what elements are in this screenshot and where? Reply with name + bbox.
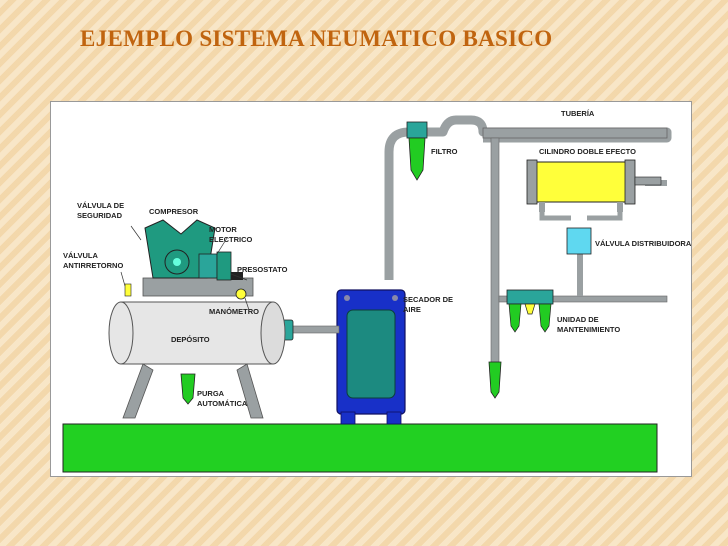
label-manometro: MANÓMETRO	[209, 307, 259, 316]
drain-filter	[488, 361, 502, 399]
main-pipe-run	[482, 127, 668, 139]
label-purga-1: PURGA	[197, 389, 225, 398]
top-filter	[406, 121, 428, 181]
label-filtro: FILTRO	[431, 147, 458, 156]
slide-title: EJEMPLO SISTEMA NEUMATICO BASICO	[80, 26, 553, 51]
compressor-assembly	[142, 219, 254, 297]
manometer	[235, 288, 247, 300]
distributor-valve	[566, 227, 592, 255]
air-tank	[108, 301, 286, 419]
label-valvula-seguridad-1: VÁLVULA DE	[77, 201, 124, 210]
label-tuberia: TUBERÍA	[561, 109, 595, 118]
safety-valve	[124, 283, 132, 297]
label-unidad-1: UNIDAD DE	[557, 315, 599, 324]
label-motor-2: ELECTRICO	[209, 235, 253, 244]
label-cilindro: CILINDRO DOBLE EFECTO	[539, 147, 636, 156]
label-motor-1: MOTOR	[209, 225, 237, 234]
label-valvula-antirretorno-2: ANTIRRETORNO	[63, 261, 123, 270]
main-pipe	[384, 115, 672, 280]
pointer-lines	[120, 225, 250, 311]
vertical-drop-pipe	[490, 137, 500, 363]
label-presostato: PRESOSTATO	[237, 265, 288, 274]
label-unidad-2: MANTENIMIENTO	[557, 325, 620, 334]
label-purga-2: AUTOMÁTICA	[197, 399, 248, 408]
label-deposito: DEPÓSITO	[171, 335, 210, 344]
label-valvula-seguridad-2: SEGURIDAD	[77, 211, 123, 220]
maintenance-unit	[506, 289, 554, 333]
diagram-svg: TUBERÍA FILTRO CILINDRO DOBLE EFECTO VÁL…	[62, 109, 691, 473]
pneumatic-system-diagram: TUBERÍA FILTRO CILINDRO DOBLE EFECTO VÁL…	[50, 101, 692, 477]
label-valvula-antirretorno-1: VÁLVULA	[63, 251, 98, 260]
valve-feed-pipe	[577, 254, 583, 296]
label-secador-2: AIRE	[403, 305, 421, 314]
label-secador-1: SECADOR DE	[403, 295, 453, 304]
ground-slab	[62, 423, 658, 473]
double-acting-cylinder	[526, 159, 662, 221]
label-compresor: COMPRESOR	[149, 207, 199, 216]
air-dryer	[336, 289, 406, 425]
label-valvula-distribuidora: VÁLVULA DISTRIBUIDORA	[595, 239, 691, 248]
auto-drain	[180, 373, 196, 405]
